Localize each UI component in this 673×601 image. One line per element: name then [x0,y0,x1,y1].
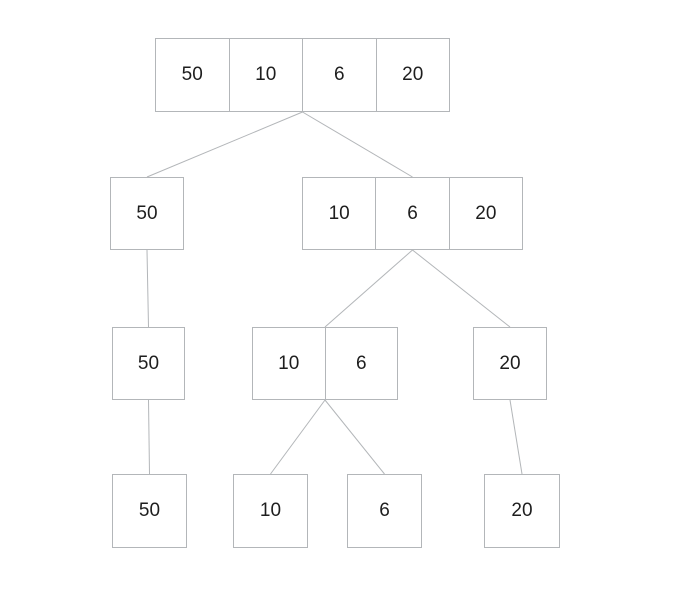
connector-line [509,399,523,475]
array-cell: 50 [137,352,160,374]
array-node: 50 [110,177,184,250]
array-node: 6 [347,474,422,548]
array-node: 20 [473,327,547,400]
array-cell: 50 [136,202,158,224]
array-node: 10 [233,474,308,548]
array-cell: 6 [302,39,376,111]
connector-line [148,399,150,475]
connector-line [324,399,385,475]
connector-line [324,249,413,328]
array-node: 20 [484,474,560,548]
array-node: 50 [112,474,187,548]
array-cell: 10 [259,500,282,521]
array-cell: 10 [328,202,350,224]
array-cell: 6 [375,178,448,249]
array-cell: 10 [228,39,303,111]
connector-line [412,249,511,328]
array-node: 50 [112,327,185,400]
connector-line [146,249,149,328]
array-cell: 50 [181,64,203,85]
array-node: 10 6 [252,327,398,400]
array-cell: 6 [379,500,390,521]
array-cell: 20 [511,500,533,521]
connector-line [146,111,303,178]
array-cell: 10 [278,352,300,374]
array-cell: 20 [499,352,521,374]
array-cell: 20 [448,178,522,249]
array-cell: 20 [375,39,450,111]
array-cell: 50 [138,500,161,521]
connector-line [270,399,326,475]
array-cell: 6 [324,328,398,399]
connector-line [302,111,413,178]
